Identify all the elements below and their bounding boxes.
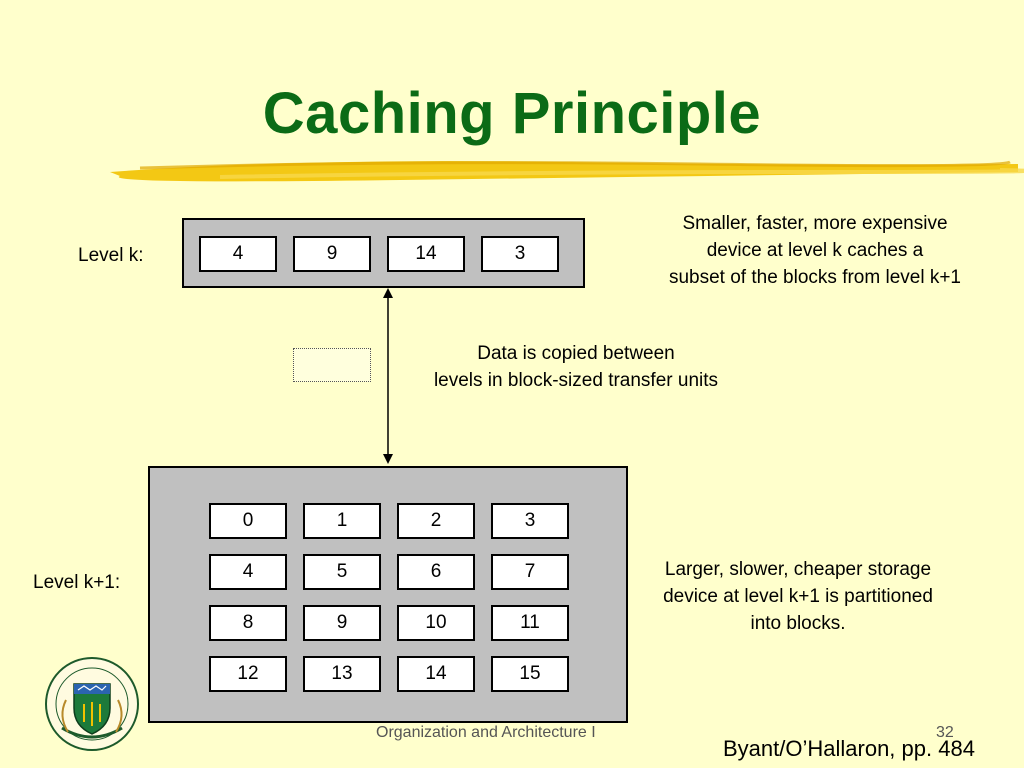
level-k1-block: 11 [491,605,569,641]
level-k1-block: 4 [209,554,287,590]
citation: Byant/O’Hallaron, pp. 484 [723,736,975,761]
transfer-block [293,348,371,382]
level-k1-block: 1 [303,503,381,539]
upper-note-line: device at level k caches a [706,240,924,261]
lower-note: Larger, slower, cheaper storage device a… [618,556,978,637]
level-k1-block: 14 [397,656,475,692]
level-k1-block: 7 [491,554,569,590]
level-k1-block: 12 [209,656,287,692]
level-k-block: 4 [199,236,277,272]
upper-note-line: subset of the blocks from level k+1 [668,267,961,288]
level-k1-block: 13 [303,656,381,692]
level-k1-block: 9 [303,605,381,641]
footer-course: Organization and Architecture I [376,724,596,741]
level-k1-block: 15 [491,656,569,692]
upper-note: Smaller, faster, more expensive device a… [620,210,1010,291]
level-k-label: Level k: [78,245,144,266]
level-k-block: 3 [481,236,559,272]
level-k1-block: 2 [397,503,475,539]
middle-note-line: Data is copied between [477,343,675,364]
level-k-block: 14 [387,236,465,272]
level-k1-block: 3 [491,503,569,539]
lower-note-line: device at level k+1 is partitioned [663,586,933,607]
level-k1-block: 0 [209,503,287,539]
middle-note: Data is copied between levels in block-s… [396,340,756,394]
level-k1-block: 8 [209,605,287,641]
upper-note-line: Smaller, faster, more expensive [682,213,948,234]
level-k-block: 9 [293,236,371,272]
level-k1-label: Level k+1: [33,572,121,593]
level-k1-block: 10 [397,605,475,641]
university-crest-icon [45,657,139,751]
page-number: 32 [936,724,954,741]
middle-note-line: levels in block-sized transfer units [433,370,719,391]
lower-note-line: Larger, slower, cheaper storage [664,559,932,580]
level-k1-block: 5 [303,554,381,590]
title-underline [110,160,1024,182]
transfer-arrow [383,288,393,464]
level-k1-block: 6 [397,554,475,590]
slide-title: Caching Principle [262,81,762,146]
level-k1-box: 0 1 2 3 4 5 6 7 8 9 10 11 12 13 14 15 [148,466,628,723]
level-k-box: 4 9 14 3 [182,218,585,288]
lower-note-line: into blocks. [750,613,846,634]
